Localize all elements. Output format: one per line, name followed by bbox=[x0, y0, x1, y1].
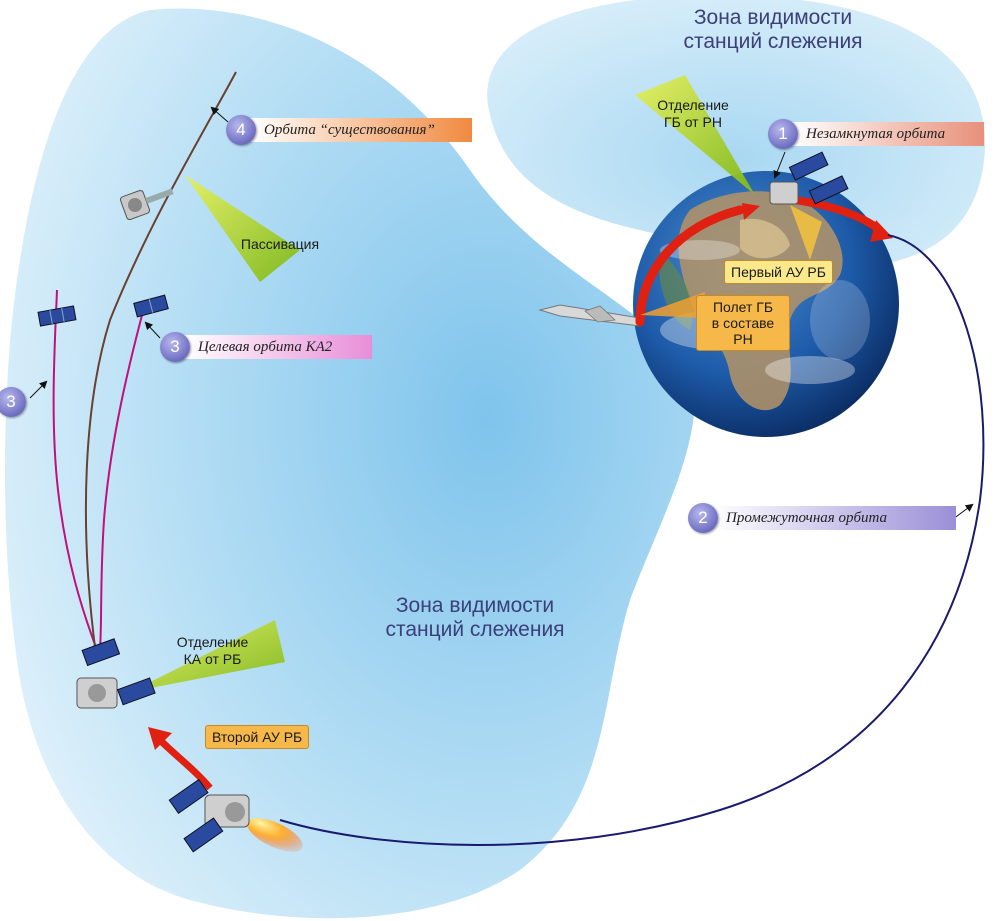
passivation-cone bbox=[185, 175, 300, 282]
visibility-zone-top-right bbox=[487, 0, 986, 267]
upper-stage-icon bbox=[168, 778, 303, 853]
orbit-number-badge: 3 bbox=[0, 387, 26, 417]
separation-ka-label: Отделение КА от РБ bbox=[176, 634, 249, 667]
orbit-name: Промежуточная орбита bbox=[712, 506, 956, 530]
zone-label-top-right: Зона видимости станций слежения bbox=[683, 6, 863, 53]
satellite-stack-icon bbox=[76, 638, 156, 709]
existence-orbit-path bbox=[84, 71, 237, 656]
orbit-label-1: 1 Незамкнутая орбита bbox=[768, 119, 984, 149]
first-burn-label: Первый АУ РБ bbox=[724, 260, 833, 284]
orbit-name: Целевая орбита КА2 bbox=[184, 335, 372, 359]
orbit-number-badge: 4 bbox=[226, 115, 256, 145]
orbit-label-2: 2 Промежуточная орбита bbox=[688, 503, 956, 533]
first-burn-arc bbox=[794, 196, 883, 234]
orbit-number-badge: 1 bbox=[768, 119, 798, 149]
orbit-label-3: 3 Целевая орбита КА2 bbox=[160, 332, 372, 362]
zone-label-center: Зона видимости станций слежения bbox=[385, 594, 565, 641]
target-orbit-path-right bbox=[99, 299, 147, 651]
first-burn-cone bbox=[790, 205, 822, 260]
passivation-label: Пассивация bbox=[240, 236, 320, 252]
orbit-label-3-extra: 3 bbox=[0, 387, 26, 417]
satellite-icon bbox=[119, 188, 174, 221]
target-orbit-path-left bbox=[52, 289, 98, 651]
orbit-number-badge: 3 bbox=[160, 332, 190, 362]
flight-cone bbox=[640, 292, 705, 318]
second-burn-arrow bbox=[157, 737, 213, 791]
intermediate-orbit-path bbox=[279, 234, 985, 846]
visibility-zone-main bbox=[5, 8, 695, 919]
satellite-stack-icon bbox=[769, 151, 849, 205]
second-burn-label: Второй АУ РБ bbox=[205, 725, 310, 749]
flight-gb-label: Полет ГБ в составе РН bbox=[696, 295, 790, 351]
separation-gb-cone bbox=[635, 75, 755, 195]
orbit-number-badge: 2 bbox=[688, 503, 718, 533]
satellite-icon bbox=[37, 305, 77, 327]
separation-gb-label: Отделение ГБ от РН bbox=[657, 97, 729, 130]
orbit-name: Незамкнутая орбита bbox=[792, 122, 984, 146]
satellite-icon bbox=[133, 294, 169, 318]
flight-arc bbox=[635, 205, 745, 327]
orbit-name: Орбита “существования” bbox=[250, 118, 472, 142]
orbit-label-4: 4 Орбита “существования” bbox=[226, 115, 472, 145]
separation-ka-cone bbox=[130, 620, 285, 692]
